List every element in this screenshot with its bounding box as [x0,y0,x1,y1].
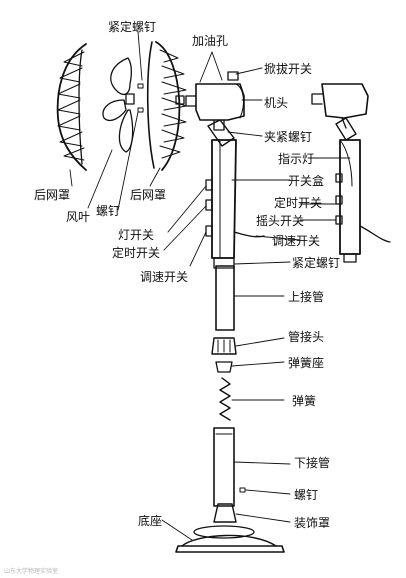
fan-blade-drawing [102,57,135,153]
lower-tube-drawing [213,427,235,507]
stand-body-right-drawing [335,117,391,263]
label-indicator-light: 指示灯 [278,152,315,166]
label-timer-switch-left: 定时开关 [112,246,161,260]
label-tube-joint: 管接头 [288,330,325,344]
label-set-screw-top: 紧定螺钉 [108,20,157,34]
label-screw-left: 螺钉 [96,204,121,218]
label-oscillation-switch: 摇头开关 [256,214,305,228]
label-lower-tube: 下接管 [294,456,331,470]
label-spring: 弹簧 [292,394,317,408]
label-rear-guard-left: 后网罩 [34,188,71,202]
label-decor-cover: 装饰罩 [294,516,331,530]
label-upper-tube: 上接管 [288,290,325,304]
label-screw-bottom: 螺钉 [294,488,319,502]
label-speed-switch-left: 调速开关 [140,270,189,284]
stand-body-left-drawing [205,119,265,269]
rear-guard-left-drawing [56,43,87,171]
decor-cover-drawing [213,503,237,523]
label-fan-blade: 风叶 [66,210,91,224]
label-rear-guard-right: 后网罩 [130,188,167,202]
rear-guard-right-drawing [146,41,187,171]
label-spring-seat: 弹簧座 [288,356,325,370]
set-screw-drawing [137,83,144,113]
upper-tube-drawing [215,265,235,331]
label-light-switch: 灯开关 [118,228,155,242]
watermark: 山东大学物理实验室 [4,568,59,575]
tube-joint-drawing [211,337,237,355]
bottom-screw-drawing [239,487,246,493]
label-timer-switch-right: 定时开关 [274,196,323,210]
label-speed-switch-right: 调速开关 [272,234,321,248]
label-motor-head: 机头 [264,96,289,110]
motor-head-drawing [185,71,245,131]
base-drawing [175,525,285,553]
label-base: 底座 [138,514,163,528]
spring-seat-drawing [215,361,233,373]
label-pull-switch: 掀拔开关 [264,62,313,76]
label-oil-hole: 加油孔 [192,34,229,48]
label-clamp-screw: 夹紧螺钉 [264,130,313,144]
spring-drawing [219,377,231,421]
label-set-screw-mid: 紧定螺钉 [292,256,341,270]
label-switch-box: 开关盒 [288,174,325,188]
leader-lines [69,31,351,541]
